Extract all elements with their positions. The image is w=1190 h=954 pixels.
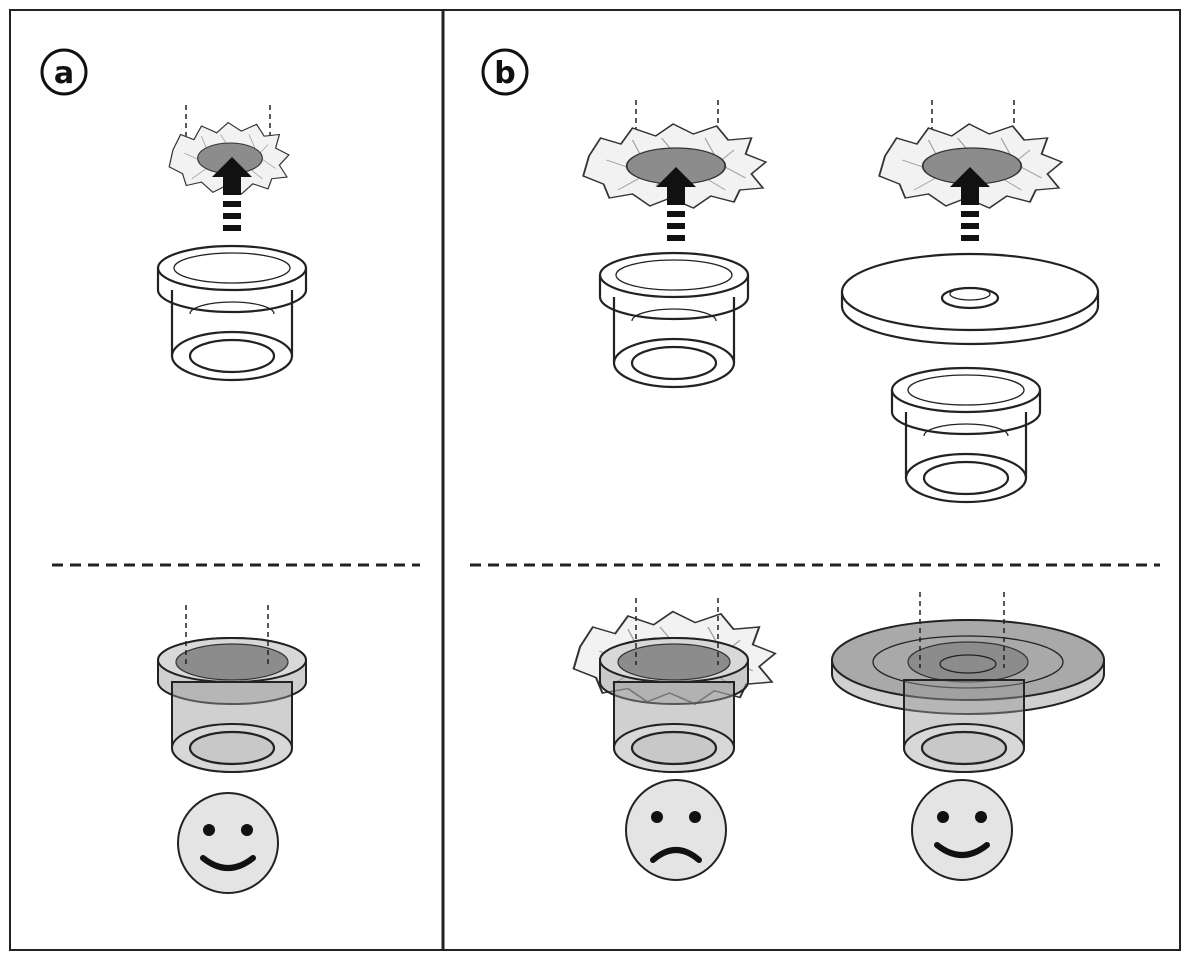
- panel-b-bottom-left: [572, 598, 777, 774]
- cylinder-insert: [598, 251, 750, 389]
- panel-a-label-text: a: [54, 56, 74, 91]
- outer-frame: [9, 9, 1181, 951]
- panel-b-top-right: [840, 100, 1100, 504]
- panel-a-label: a: [40, 48, 88, 96]
- panel-b-bottom-right: [831, 592, 1105, 773]
- panel-a-top: [156, 105, 308, 382]
- assembled-cylinder: [598, 636, 750, 774]
- panel-b-label-text: b: [494, 56, 515, 91]
- panel-b-label: b: [481, 48, 529, 96]
- cylinder-insert: [890, 366, 1042, 504]
- panel-a-bottom: [156, 605, 308, 774]
- cylinder-insert: [156, 244, 308, 382]
- assembled-cylinder: [156, 636, 308, 774]
- happy-face-icon: [177, 792, 279, 894]
- panel-b-top-left: [582, 100, 767, 389]
- happy-face-icon: [911, 779, 1013, 881]
- sad-face-icon: [625, 779, 727, 881]
- flat-disc: [840, 252, 1100, 346]
